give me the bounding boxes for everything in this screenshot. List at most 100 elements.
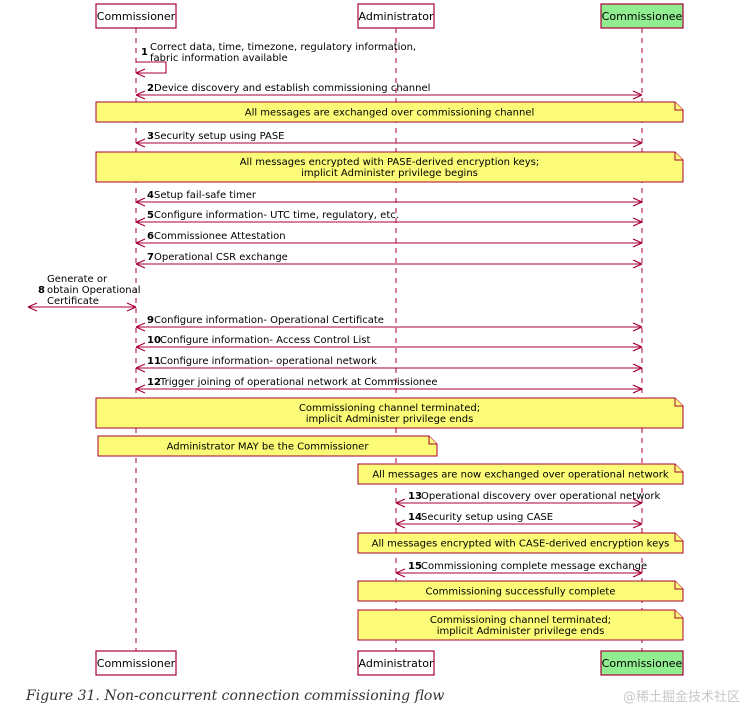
note-3: Commissioning channel terminated;implici… xyxy=(95,397,684,429)
message-label: Device discovery and establish commissio… xyxy=(154,83,430,94)
note-box xyxy=(95,397,684,429)
participant-box xyxy=(600,650,684,676)
self-arrow xyxy=(136,61,167,74)
note-8: Commissioning channel terminated;implici… xyxy=(357,609,684,641)
message-number: 8 xyxy=(38,285,45,296)
arrow-head xyxy=(632,384,643,394)
arrow-head xyxy=(27,302,38,312)
note-box xyxy=(97,435,438,457)
arrow-head xyxy=(632,259,643,269)
message-label: obtain Operational xyxy=(47,285,140,296)
arrow-head xyxy=(632,498,643,508)
arrow-head xyxy=(126,302,137,312)
participant-box xyxy=(95,650,177,676)
arrow-head xyxy=(135,259,146,269)
arrow-head xyxy=(135,68,146,78)
message-number: 10 xyxy=(147,335,161,346)
participant-label: Commissionee xyxy=(602,10,683,23)
participant-administrator-top: Administrator xyxy=(357,3,435,29)
message-number: 13 xyxy=(408,491,422,502)
participant-label: Administrator xyxy=(359,10,434,23)
note-7: Commissioning successfully complete xyxy=(357,580,684,602)
note-text: All messages encrypted with CASE-derived… xyxy=(372,539,670,550)
participant-label: Commissionee xyxy=(602,657,683,670)
note-box xyxy=(95,151,684,183)
message-label: fabric information available xyxy=(150,53,288,64)
sequence-diagram: CommissionerCommissionerAdministratorAdm… xyxy=(27,3,684,676)
message-label: Commissionee Attestation xyxy=(154,231,286,242)
note-text: All messages are now exchanged over oper… xyxy=(372,470,669,481)
arrow-head xyxy=(135,363,146,373)
message-label: Generate or xyxy=(47,274,108,285)
message-number: 12 xyxy=(147,377,161,388)
note-fold xyxy=(674,102,683,111)
arrow-head xyxy=(135,138,146,148)
note-1: All messages are exchanged over commissi… xyxy=(95,101,684,123)
arrow-head xyxy=(135,90,146,100)
message-number: 9 xyxy=(147,315,154,326)
participant-box xyxy=(357,650,435,676)
note-fold xyxy=(674,533,683,542)
message-label: Commissioning complete message exchange xyxy=(421,561,647,572)
message-label: Configure information- UTC time, regulat… xyxy=(154,210,399,221)
note-box xyxy=(357,609,684,641)
note-text: implicit Administer privilege ends xyxy=(437,626,605,637)
message-number: 7 xyxy=(147,252,154,263)
participant-box xyxy=(95,3,177,29)
message-label: Operational CSR exchange xyxy=(154,252,288,263)
message-label: Trigger joining of operational network a… xyxy=(159,377,438,388)
message-number: 3 xyxy=(147,131,154,142)
message-label: Operational discovery over operational n… xyxy=(421,491,660,502)
message-number: 2 xyxy=(147,83,154,94)
participant-box xyxy=(357,3,435,29)
arrow-head xyxy=(135,322,146,332)
arrow-head xyxy=(632,363,643,373)
note-fold xyxy=(428,436,437,445)
note-6: All messages encrypted with CASE-derived… xyxy=(357,532,684,554)
message-number: 5 xyxy=(147,210,154,221)
message-label: Security setup using CASE xyxy=(421,512,553,523)
note-text: All messages encrypted with PASE-derived… xyxy=(240,157,540,168)
note-box xyxy=(357,580,684,602)
figure-caption: Figure 31. Non-concurrent connection com… xyxy=(26,688,445,704)
arrow-head xyxy=(632,519,643,529)
arrow-head xyxy=(632,322,643,332)
message-number: 11 xyxy=(147,356,161,367)
arrow-head xyxy=(632,217,643,227)
participant-label: Administrator xyxy=(359,657,434,670)
note-text: Commissioning channel terminated; xyxy=(430,615,611,626)
message-number: 14 xyxy=(408,512,422,523)
note-2: All messages encrypted with PASE-derived… xyxy=(95,151,684,183)
participant-label: Commissioner xyxy=(97,10,176,23)
participant-commissionee-top: Commissionee xyxy=(600,3,684,29)
arrow-head xyxy=(135,238,146,248)
arrow-head xyxy=(135,197,146,207)
arrow-head xyxy=(632,197,643,207)
note-fold xyxy=(674,398,683,407)
participant-administrator-bottom: Administrator xyxy=(357,650,435,676)
message-label: Security setup using PASE xyxy=(154,131,284,142)
note-5: All messages are now exchanged over oper… xyxy=(357,463,684,485)
arrow-head xyxy=(395,498,406,508)
message-number: 1 xyxy=(141,47,148,58)
note-text: Commissioning channel terminated; xyxy=(299,403,480,414)
participant-commissioner-bottom: Commissioner xyxy=(95,650,177,676)
message-label: Certificate xyxy=(47,296,99,307)
watermark: @稀土掘金技术社区 xyxy=(622,690,740,705)
arrow-head xyxy=(135,384,146,394)
arrow-head xyxy=(632,238,643,248)
participant-label: Commissioner xyxy=(97,657,176,670)
arrow-head xyxy=(135,217,146,227)
message-label: Configure information- Access Control Li… xyxy=(160,335,370,346)
